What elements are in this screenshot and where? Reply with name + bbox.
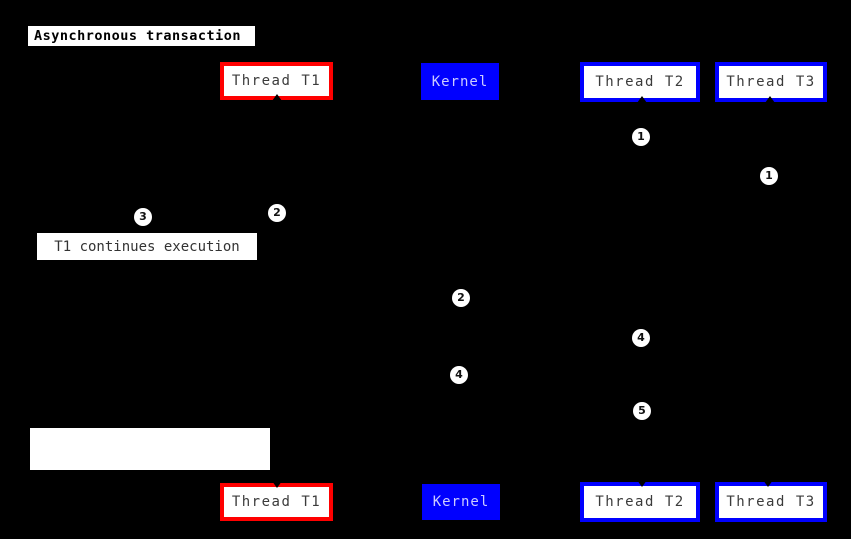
sequence-marker: 2: [452, 289, 470, 307]
lifeline-arrowhead-icon: [272, 481, 282, 488]
actor-kernel-label: Kernel: [432, 494, 490, 510]
actor-thread-t3-label: Thread T3: [726, 74, 816, 90]
actor-thread-t3-label: Thread T3: [726, 494, 816, 510]
actor-thread-t1-label: Thread T1: [231, 494, 322, 510]
actor-thread-t2-bottom: Thread T2: [580, 482, 700, 522]
actor-kernel-label: Kernel: [431, 73, 489, 90]
lifeline-arrowhead-icon: [637, 480, 647, 487]
actor-kernel-bottom: Kernel: [422, 484, 500, 520]
actor-kernel-top: Kernel: [421, 63, 499, 100]
sequence-marker: 2: [268, 204, 286, 222]
actor-thread-t1-label: Thread T1: [231, 73, 322, 89]
actor-thread-t2-label: Thread T2: [595, 74, 685, 90]
sequence-marker: 5: [633, 402, 651, 420]
sequence-marker: 1: [760, 167, 778, 185]
actor-thread-t2-label: Thread T2: [595, 494, 685, 510]
sequence-marker: 4: [632, 329, 650, 347]
actor-thread-t3-bottom: Thread T3: [715, 482, 827, 522]
actor-thread-t1-bottom: Thread T1: [220, 483, 333, 521]
actor-thread-t3-top: Thread T3: [715, 62, 827, 102]
lifeline-arrowhead-icon: [272, 94, 282, 101]
lifeline-arrowhead-icon: [765, 96, 775, 103]
lifeline-arrowhead-icon: [637, 96, 647, 103]
sequence-marker: 1: [632, 128, 650, 146]
sequence-marker: 4: [450, 366, 468, 384]
note-t1-continues: T1 continues execution: [37, 233, 257, 260]
sequence-marker: 3: [134, 208, 152, 226]
lifeline-arrowhead-icon: [763, 480, 773, 487]
note-empty: [30, 428, 270, 470]
diagram-title: Asynchronous transaction: [28, 26, 255, 46]
